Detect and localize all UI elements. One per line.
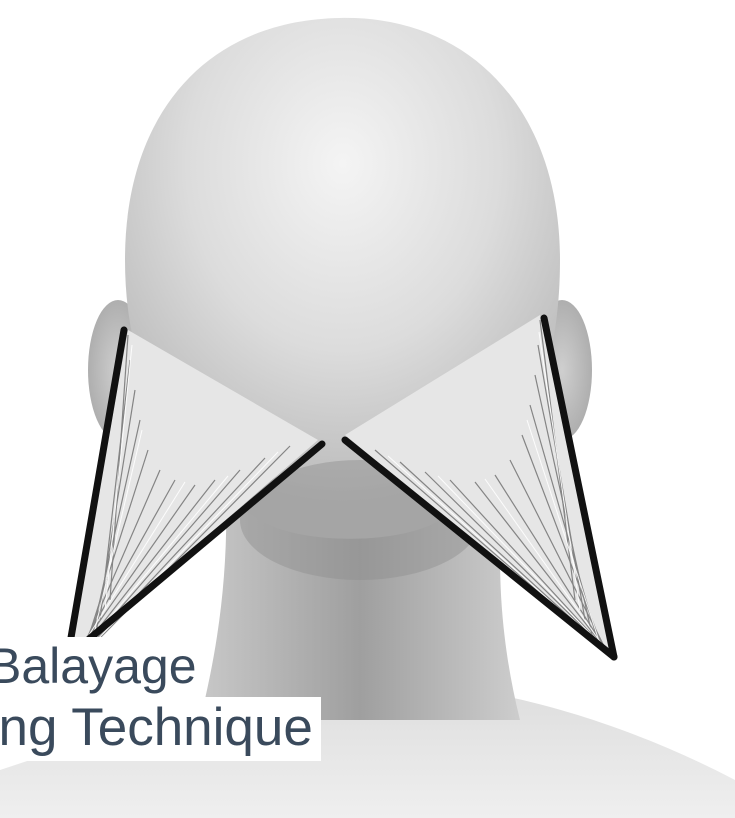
caption-subtitle-line: ting Technique bbox=[0, 697, 321, 761]
caption-title-line: Balayage bbox=[0, 637, 205, 695]
